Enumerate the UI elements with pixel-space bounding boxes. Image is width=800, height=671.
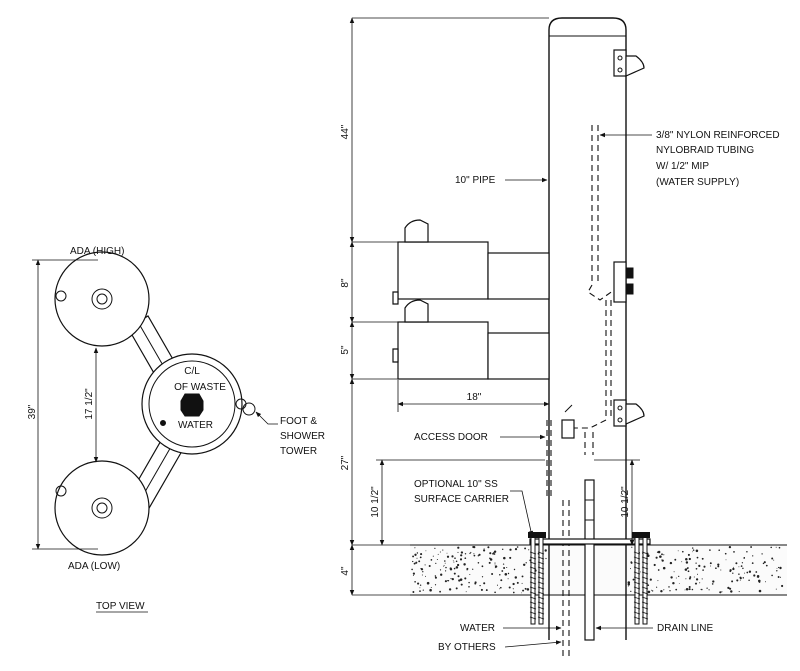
dim-17-half: 17 1/2" <box>84 347 99 463</box>
tubing-label-2: NYLOBRAID TUBING <box>656 145 754 156</box>
dim-27-value: 27" <box>340 455 351 470</box>
dim-39-value: 39" <box>27 404 38 419</box>
supply-tubing <box>561 125 615 455</box>
dim-4-value: 4" <box>340 566 351 576</box>
dim-10-half-right-value: 10 1/2" <box>620 486 631 518</box>
dim-17-half-value: 17 1/2" <box>84 388 95 420</box>
ada-high-bowl <box>54 251 150 347</box>
carrier-label-2: SURFACE CARRIER <box>414 494 509 505</box>
tower-plan <box>141 353 256 455</box>
top-view-title: TOP VIEW <box>96 601 145 612</box>
drain-line-label: DRAIN LINE <box>657 623 713 634</box>
ada-low-fountain <box>392 299 550 380</box>
dim-5-value: 5" <box>340 345 351 355</box>
side-labels: 3/8" NYLON REINFORCED NYLOBRAID TUBING W… <box>414 130 780 653</box>
access-door <box>546 404 573 500</box>
ada-high-fountain <box>392 219 550 305</box>
valve-block <box>613 261 634 303</box>
tower-label-1: FOOT & <box>280 416 317 427</box>
waste-centerline-label: C/L <box>184 366 200 377</box>
concrete-slab <box>410 544 787 596</box>
side-view: 44" 8" 5" 27" 4" 18" 10 1/2" 10 1/2" 3 <box>340 17 787 660</box>
dim-39: 39" <box>27 259 98 550</box>
push-button-upper <box>613 49 645 77</box>
ten-inch-pipe <box>548 17 627 640</box>
waste-label: OF WASTE <box>174 382 226 393</box>
tubing-label-4: (WATER SUPPLY) <box>656 177 739 188</box>
tubing-label-1: 3/8" NYLON REINFORCED <box>656 130 780 141</box>
ada-low-label: ADA (LOW) <box>68 561 120 572</box>
water-label: WATER <box>460 623 495 634</box>
by-others-label: BY OTHERS <box>438 642 496 653</box>
top-view: ADA (HIGH) ADA (LOW) C/L OF WASTE WATER … <box>27 246 325 613</box>
dim-8-value: 8" <box>340 278 351 288</box>
tower-label-2: SHOWER <box>280 431 325 442</box>
side-dimensions: 44" 8" 5" 27" 4" 18" 10 1/2" 10 1/2" <box>340 17 640 596</box>
dim-44-value: 44" <box>340 124 351 139</box>
ada-low-bowl <box>54 460 150 556</box>
drain-line <box>584 479 595 641</box>
water-line <box>562 500 570 660</box>
push-button-lower <box>613 399 645 427</box>
water-supply-label: WATER <box>178 420 213 431</box>
surface-carrier <box>528 532 651 625</box>
ada-high-label: ADA (HIGH) <box>70 246 124 257</box>
dim-18-value: 18" <box>467 392 482 403</box>
tower-label-3: TOWER <box>280 446 317 457</box>
dim-10-half-left-value: 10 1/2" <box>370 486 381 518</box>
tubing-label-3: W/ 1/2" MIP <box>656 161 709 172</box>
pipe-label: 10" PIPE <box>455 175 496 186</box>
access-door-label: ACCESS DOOR <box>414 432 488 443</box>
carrier-label-1: OPTIONAL 10" SS <box>414 479 498 490</box>
